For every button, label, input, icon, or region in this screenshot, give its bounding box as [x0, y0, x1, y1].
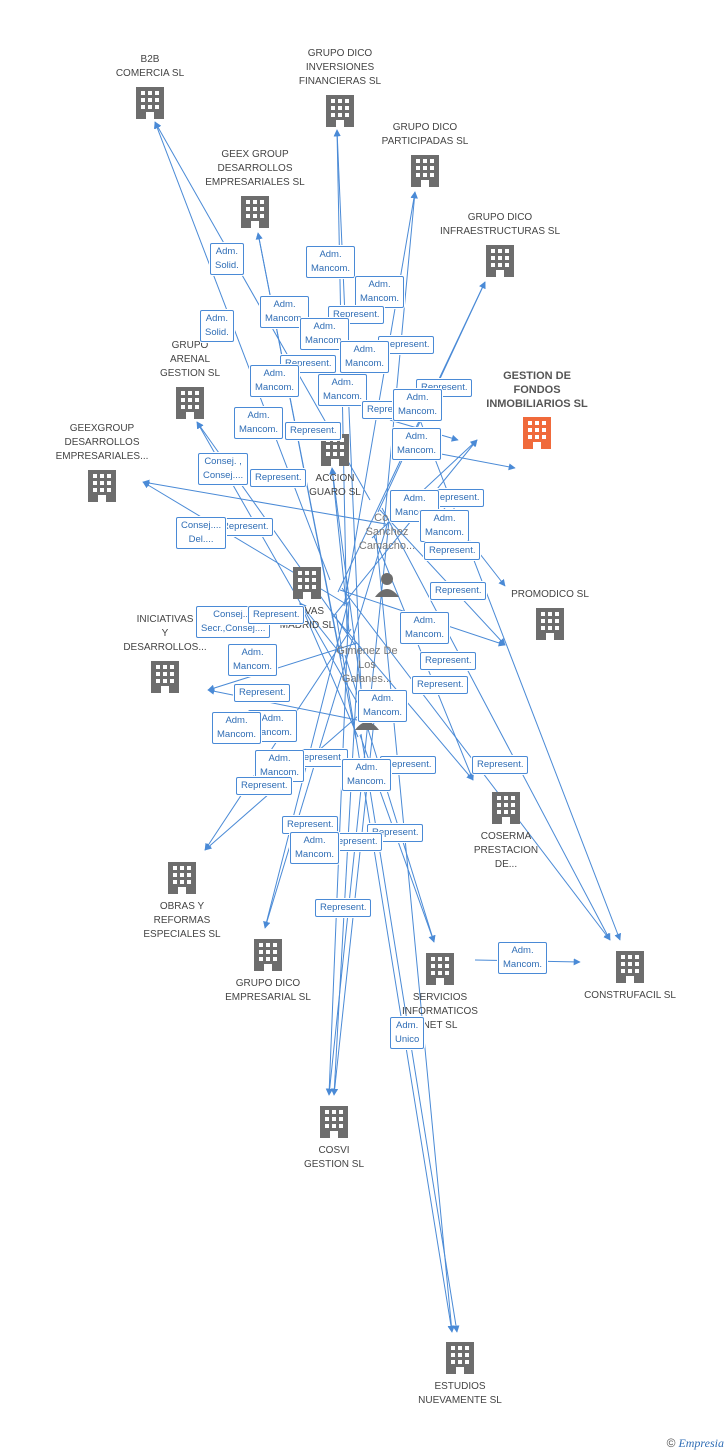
edge-label[interactable]: Represent. [250, 469, 307, 487]
edge-label[interactable]: Adm. Mancom. [306, 246, 356, 278]
edge-label[interactable]: Adm. Mancom. [355, 276, 405, 308]
node-label-geexgroup[interactable]: GEEXGROUP DESARROLLOS EMPRESARIALES... [55, 423, 149, 462]
edge-line [329, 467, 350, 632]
building-icon[interactable] [254, 939, 282, 971]
building-icon[interactable] [88, 470, 116, 502]
edge-label[interactable]: Adm. Solid. [200, 310, 234, 342]
edge-line [330, 640, 360, 1096]
edge-label[interactable]: Represent. [472, 756, 529, 774]
edge-line [383, 191, 418, 527]
edge-label[interactable]: Adm. Mancom. [234, 407, 284, 439]
building-icon[interactable] [536, 608, 564, 640]
node-label-empresarial[interactable]: GRUPO DICO EMPRESARIAL SL [225, 978, 311, 1003]
edge-line [381, 507, 611, 941]
edge-label[interactable]: Adm. Mancom. [498, 942, 548, 974]
node-label-inversiones[interactable]: GRUPO DICO INVERSIONES FINANCIERAS SL [298, 48, 382, 87]
node-label-cosvi[interactable]: COSVI GESTION SL [303, 1145, 364, 1170]
edge-label[interactable]: Adm. Mancom. [392, 428, 442, 460]
edge-line [375, 533, 455, 1333]
edge-label[interactable]: Represent. [378, 336, 435, 354]
building-icon[interactable] [616, 951, 644, 983]
edge-label[interactable]: Adm. Mancom. [255, 750, 305, 782]
copyright-icon: © [666, 1436, 676, 1450]
node-label-promodico[interactable]: PROMODICO SL [511, 589, 589, 600]
edge-label[interactable]: Adm. Mancom. [228, 644, 278, 676]
node-label-ativas[interactable]: ATIVAS MADRID SL [279, 606, 335, 631]
person-icon[interactable] [375, 573, 399, 597]
building-icon[interactable] [136, 87, 164, 119]
edge-label[interactable]: Represent. [217, 518, 274, 536]
building-icon[interactable] [320, 1106, 348, 1138]
edge-line [379, 509, 506, 646]
node-label-participadas[interactable]: GRUPO DICO PARTICIPADAS SL [381, 122, 469, 147]
edge-label[interactable]: Adm. Mancom. [420, 510, 470, 542]
edge-line [207, 642, 358, 692]
building-icon[interactable] [241, 196, 269, 228]
edge-label[interactable]: Represent. [292, 749, 349, 767]
edge-label[interactable]: Represent. [430, 582, 487, 600]
node-label-iniciativas[interactable]: INICIATIVAS Y DESARROLLOS... [123, 614, 207, 653]
edge-line [329, 467, 365, 712]
edge-line [299, 602, 344, 658]
building-icon[interactable] [293, 567, 321, 599]
edge-label[interactable]: Represent. [412, 676, 469, 694]
building-icon[interactable] [151, 661, 179, 693]
edge-label[interactable]: Consej. , Consej.... [198, 453, 249, 485]
edge-label[interactable]: Represent. [420, 652, 477, 670]
node-label-geex[interactable]: GEEX GROUP DESARROLLOS EMPRESARIALES SL [205, 149, 305, 188]
edge-label[interactable]: Represent. [380, 756, 437, 774]
node-label-construfacil[interactable]: CONSTRUFACIL SL [584, 990, 676, 1001]
node-label-estudios[interactable]: ESTUDIOS NUEVAMENTE SL [418, 1381, 502, 1406]
building-icon[interactable] [486, 245, 514, 277]
edge-label[interactable]: Adm. Unico [390, 1017, 425, 1049]
edge-label[interactable]: Adm. Mancom. [318, 374, 368, 406]
building-icon[interactable] [523, 417, 551, 449]
edge-label[interactable]: Adm. Mancom. [340, 341, 390, 373]
edge-label[interactable]: Represent. [285, 422, 342, 440]
building-icon[interactable] [411, 155, 439, 187]
edge-label[interactable]: Represent. [236, 777, 293, 795]
edge-line [333, 129, 363, 714]
node-label-accion[interactable]: ACCION GUARO SL [309, 473, 361, 498]
edge-label[interactable]: Represent. [315, 899, 372, 917]
node-label-arenal[interactable]: GRUPO ARENAL GESTION SL [159, 340, 220, 379]
edge-label[interactable]: Adm. Mancom. [250, 365, 300, 397]
node-label-infra[interactable]: GRUPO DICO INFRAESTRUCTURAS SL [439, 212, 560, 237]
building-icon[interactable] [176, 387, 204, 419]
building-icon[interactable] [492, 792, 520, 824]
edge-label[interactable]: Adm. Mancom. [358, 690, 408, 722]
building-icon[interactable] [168, 862, 196, 894]
person-label-p2[interactable]: Gimenez De Los Galanes... [336, 645, 398, 685]
edge-label[interactable]: Represent. [248, 606, 305, 624]
edge-label[interactable]: Adm. Mancom. [342, 759, 392, 791]
node-label-servicios[interactable]: SERVICIOS INFORMATICOS NET SL [402, 992, 478, 1031]
edge-label[interactable]: Represent. [424, 542, 481, 560]
edge-label[interactable]: Adm. Solid. [210, 243, 244, 275]
building-icon[interactable] [446, 1342, 474, 1374]
edge-label[interactable]: Represent. [234, 684, 291, 702]
node-label-coserma[interactable]: COSERMA PRESTACION DE... [473, 831, 539, 870]
brand-name: Empresia [678, 1436, 724, 1450]
edge-line [299, 602, 359, 738]
edge-label[interactable]: Adm. Mancom. [393, 389, 443, 421]
node-label-gestion[interactable]: GESTION DE FONDOS INMOBILIARIOS SL [486, 370, 588, 410]
edge-line [343, 191, 418, 607]
edge-line [263, 521, 389, 929]
edge-label[interactable]: Consej.... Del.... [176, 517, 227, 549]
edge-label[interactable]: Adm. Mancom. [290, 832, 340, 864]
building-icon[interactable] [426, 953, 454, 985]
edge-line [153, 121, 331, 581]
node-label-b2b[interactable]: B2B COMERCIA SL [115, 54, 185, 79]
footer-brand[interactable]: © Empresia [667, 1436, 724, 1451]
edge-label[interactable]: Adm. Mancom. [212, 712, 262, 744]
edge-label[interactable]: Adm. Mancom. [260, 296, 310, 328]
edge-label[interactable]: Adm. Mancom. [400, 612, 450, 644]
edge-line [142, 479, 387, 525]
node-label-obras[interactable]: OBRAS Y REFORMAS ESPECIALES SL [143, 901, 221, 940]
